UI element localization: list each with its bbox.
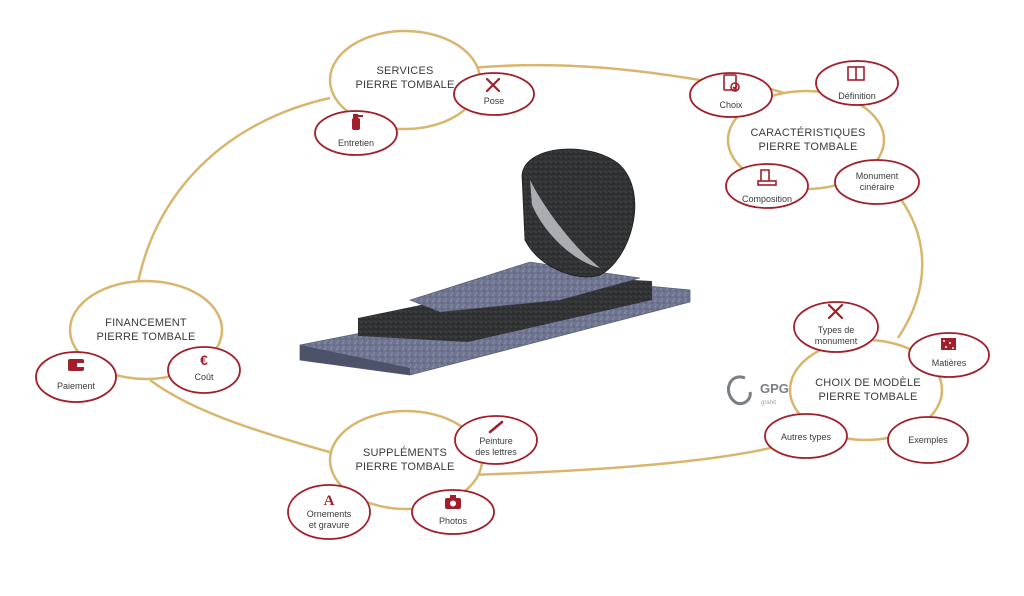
leaf-entretien[interactable]: Entretien [314,110,398,156]
leaf-peinture[interactable]: Peinture des lettres [454,415,538,465]
wallet-icon [68,359,84,371]
hub-choix-modele-subtitle: PIERRE TOMBALE [819,391,918,403]
leaf-exemples-label: Exemples [908,435,948,445]
leaf-peinture-label-1: Peinture [479,436,513,446]
leaf-cout[interactable]: € Coût [167,346,241,394]
leaf-matieres-label: Matières [932,358,967,368]
leaf-composition-label: Composition [742,194,792,204]
camera-icon [445,495,461,509]
leaf-photos-label: Photos [439,516,468,526]
leaf-monument-cineraire-label-2: cinéraire [860,182,895,192]
leaf-matieres[interactable]: Matières [908,332,990,378]
hub-choix-modele[interactable]: CHOIX DE MODÈLE PIERRE TOMBALE [788,338,944,442]
monument-icon [757,169,777,186]
spray-bottle-icon [352,114,363,130]
hub-financement-subtitle: PIERRE TOMBALE [97,331,196,343]
leaf-composition[interactable]: Composition [725,163,809,209]
leaf-cout-label: Coût [194,372,214,382]
gpg-logo: GPG granit [727,375,789,406]
leaf-types-monument-label-2: monument [815,336,858,346]
leaf-photos[interactable]: Photos [411,489,495,535]
tools-icon [485,77,501,93]
checklist-icon [723,74,740,92]
leaf-entretien-label: Entretien [338,138,374,148]
leaf-autres-types[interactable]: Autres types [764,413,848,459]
leaf-pose[interactable]: Pose [453,72,535,116]
leaf-definition[interactable]: Définition [815,60,899,106]
leaf-types-monument-label-1: Types de [818,325,855,335]
connector-ring [133,63,924,477]
leaf-choix-label: Choix [719,100,743,110]
leaf-autres-types-label: Autres types [781,432,832,442]
hub-supplements-subtitle: PIERRE TOMBALE [356,461,455,473]
leaf-choix[interactable]: Choix [689,72,773,118]
hub-financement-title: FINANCEMENT [105,317,187,329]
leaf-peinture-label-2: des lettres [475,447,517,457]
hub-caracteristiques-subtitle: PIERRE TOMBALE [759,141,858,153]
svg-text:GPG: GPG [760,381,789,396]
hub-caracteristiques-title: CARACTÉRISTIQUES [750,126,865,139]
hub-services-title: SERVICES [376,65,433,77]
hub-supplements[interactable]: SUPPLÉMENTS PIERRE TOMBALE [328,409,484,511]
book-icon [847,66,865,81]
svg-text:granit: granit [761,400,776,406]
leaf-exemples[interactable]: Exemples [887,416,969,464]
hub-services-subtitle: PIERRE TOMBALE [356,79,455,91]
leaf-paiement[interactable]: Paiement [35,351,117,403]
leaf-paiement-label: Paiement [57,381,96,391]
hub-choix-modele-title: CHOIX DE MODÈLE [815,376,921,389]
pencil-ruler-icon [827,303,844,320]
leaf-ornements-label-2: et gravure [309,520,350,530]
tombstone-illustration [299,148,691,376]
letter-a-icon: A [324,493,335,509]
euro-icon: € [200,352,208,368]
leaf-monument-cineraire-label-1: Monument [856,171,899,181]
leaf-monument-cineraire[interactable]: Monument cinéraire [834,159,920,205]
leaf-ornements[interactable]: A Ornements et gravure [287,484,371,540]
brush-icon [488,420,504,434]
leaf-ornements-label-1: Ornements [307,509,352,519]
hub-supplements-title: SUPPLÉMENTS [363,446,447,459]
leaf-types-monument[interactable]: Types de monument [793,301,879,353]
leaf-pose-label: Pose [484,96,505,106]
granite-texture-icon [941,338,956,350]
leaf-definition-label: Définition [838,91,876,101]
